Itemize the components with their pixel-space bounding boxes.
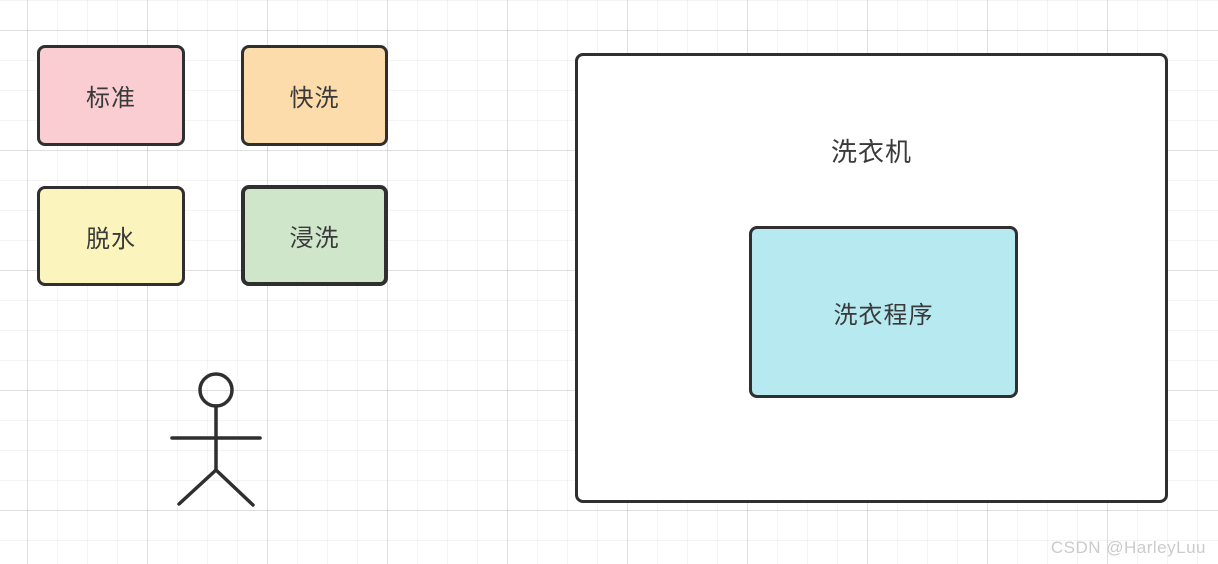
watermark: CSDN @HarleyLuu <box>1050 538 1206 557</box>
mode-box-quick-wash-label: 快洗 <box>289 85 340 112</box>
mode-box-standard-label: 标准 <box>86 85 136 112</box>
wash-program-label: 洗衣程序 <box>833 301 934 329</box>
wash-program-box: 洗衣程序 <box>749 226 1018 398</box>
mode-box-soak-wash-label: 浸洗 <box>289 225 340 252</box>
stick-figure-actor-icon <box>170 372 262 507</box>
mode-box-standard: 标准 <box>37 45 185 146</box>
washing-machine-container: 洗衣机 洗衣程序 <box>575 53 1168 503</box>
mode-box-soak-wash: 浸洗 <box>241 185 388 286</box>
mode-box-spin-dry: 脱水 <box>37 186 185 286</box>
washing-machine-title: 洗衣机 <box>830 137 912 167</box>
mode-box-spin-dry-label: 脱水 <box>86 225 136 253</box>
mode-box-quick-wash: 快洗 <box>241 45 388 146</box>
